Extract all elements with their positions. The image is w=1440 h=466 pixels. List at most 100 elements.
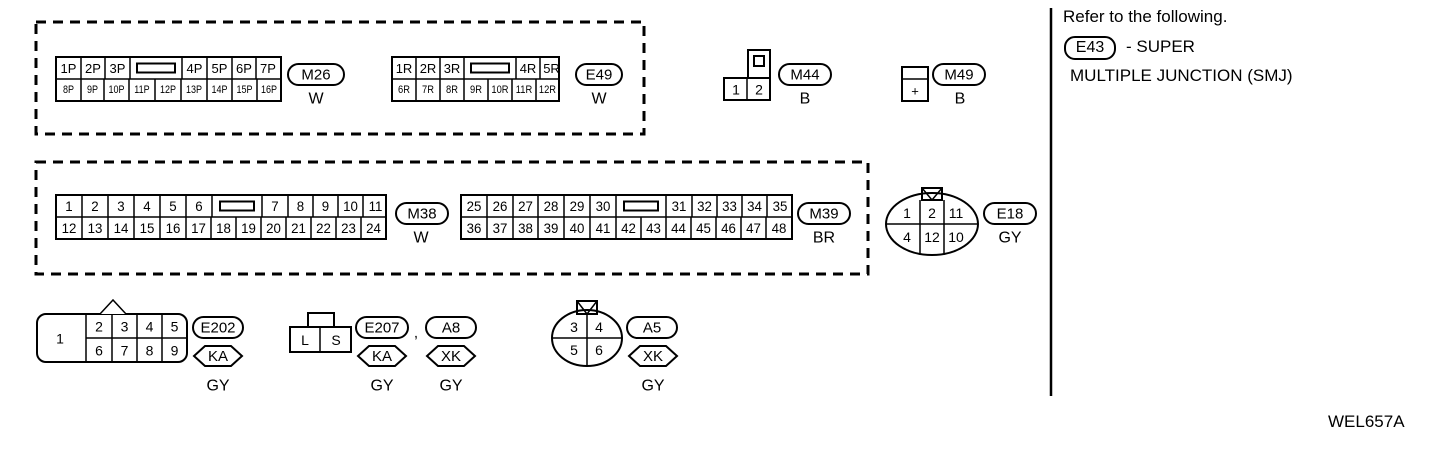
connector-a5-key-mark xyxy=(576,300,588,315)
pin-label: 16P xyxy=(261,84,277,96)
connector-latch-slot xyxy=(623,200,659,212)
pin-label: 44 xyxy=(671,221,686,236)
pin-label: 2 xyxy=(91,199,98,214)
connector-e18-key-mark xyxy=(931,187,943,201)
pin-label: 42 xyxy=(621,221,636,236)
connector-color-m49: B xyxy=(955,91,966,108)
connector-code-e207 xyxy=(356,345,408,367)
connector-ref-e18 xyxy=(983,202,1037,225)
connector-color-e49: W xyxy=(591,91,607,108)
pin-label: 11 xyxy=(949,205,964,221)
connector-color-m39: BR xyxy=(813,230,835,247)
pin-label: 22 xyxy=(316,221,331,236)
pin-label: 8R xyxy=(446,85,458,97)
pin-label: 16 xyxy=(166,221,181,236)
pin-label: 35 xyxy=(773,199,788,214)
figure-id: WEL657A xyxy=(1328,412,1405,431)
connector-ref-e49-text: E49 xyxy=(586,67,613,84)
dashed-group-frame-middle xyxy=(34,160,870,276)
pin-label: 1P xyxy=(61,61,77,76)
pin-label: 6R xyxy=(398,85,410,97)
connector-color-m38: W xyxy=(413,230,429,247)
connector-ref-a8 xyxy=(425,316,477,339)
pin-label: 48 xyxy=(772,221,787,236)
pin-label: 5 xyxy=(169,199,177,214)
pin-label: 7 xyxy=(271,199,278,214)
connector-code-e202-text: KA xyxy=(208,348,228,365)
pin-label: 39 xyxy=(544,221,559,236)
connector-color-a8: GY xyxy=(439,378,462,395)
connector-e18-key-mark xyxy=(921,187,933,201)
pin-label: 5P xyxy=(212,61,228,76)
pin-label: 5 xyxy=(171,319,179,335)
pin-label: 31 xyxy=(672,199,687,214)
pin-label: 18 xyxy=(216,221,231,236)
connector-m44-key xyxy=(747,49,771,79)
pin-label: 6 xyxy=(195,199,202,214)
pin-label: 2R xyxy=(420,61,437,76)
connector-ref-m39 xyxy=(797,202,851,225)
pin-label: 17 xyxy=(191,221,206,236)
pin-label: 36 xyxy=(467,221,482,236)
pin-label: 10 xyxy=(343,199,358,214)
connector-latch-slot xyxy=(219,200,255,212)
pin-label: 7P xyxy=(260,61,276,76)
connector-ref-m26-text: M26 xyxy=(301,67,330,84)
pin-label: 21 xyxy=(291,221,306,236)
pin-label: 32 xyxy=(697,199,712,214)
connector-ref-separator: , xyxy=(414,325,418,342)
pin-label: 43 xyxy=(646,221,661,236)
connector-e202-key xyxy=(99,298,127,315)
connector-ref-e49 xyxy=(575,63,623,86)
pin-label: 2P xyxy=(85,61,101,76)
pin-label: 9P xyxy=(87,84,98,96)
connector-color-e18: GY xyxy=(998,230,1021,247)
pin-label: 15 xyxy=(140,221,155,236)
pin-label: 13P xyxy=(186,84,202,96)
pin-label: 2 xyxy=(95,319,103,335)
pin-label: 10P xyxy=(108,84,124,96)
pin-label: 12P xyxy=(160,84,176,96)
pin-label: 47 xyxy=(746,221,761,236)
pin-label: 12 xyxy=(62,221,77,236)
pin-label: 13 xyxy=(88,221,103,236)
connector-color-e202: GY xyxy=(206,378,229,395)
pin-label: 5R xyxy=(543,61,560,76)
connector-ref-a8-text: A8 xyxy=(442,320,460,337)
pin-label: L xyxy=(301,332,309,348)
pin-label: 37 xyxy=(493,221,508,236)
connector-ref-m38-text: M38 xyxy=(407,206,436,223)
connector-ref-a5 xyxy=(626,316,678,339)
pin-label: 4P xyxy=(187,61,203,76)
dashed-group-frame-top xyxy=(34,20,646,136)
connector-m44-key-inner xyxy=(753,55,765,67)
pin-label: + xyxy=(911,84,919,99)
pin-label: 20 xyxy=(266,221,281,236)
connector-ref-e202 xyxy=(192,316,244,339)
connector-code-a5-text: XK xyxy=(643,348,663,365)
pin-label: 28 xyxy=(544,199,559,214)
connector-ref-m38 xyxy=(395,202,449,225)
pin-label: 26 xyxy=(493,199,508,214)
pin-label: 6 xyxy=(95,343,103,359)
connector-m49-body xyxy=(901,66,929,102)
pin-label: 4 xyxy=(146,319,154,335)
pin-label: 45 xyxy=(696,221,711,236)
pin-label: 6 xyxy=(595,342,603,358)
pin-label: 15P xyxy=(236,84,252,96)
connector-a5-key-mark xyxy=(586,300,598,315)
pin-label: 7 xyxy=(121,343,129,359)
pin-label: 11P xyxy=(134,84,150,96)
pin-label: 8P xyxy=(63,84,74,96)
connector-ref-e207 xyxy=(355,316,409,339)
connector-latch-slot xyxy=(136,62,176,74)
